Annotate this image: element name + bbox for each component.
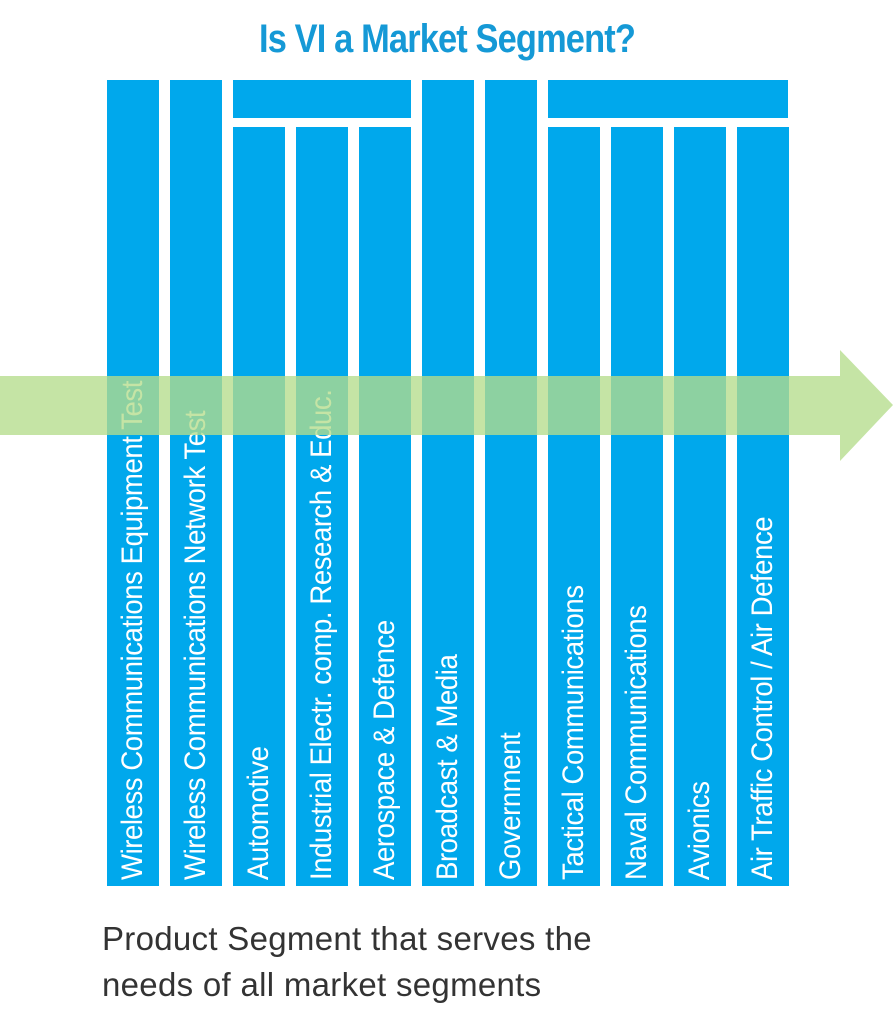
- segment-label: Avionics: [683, 781, 716, 880]
- segment-bar-broadcast-media: Broadcast & Media: [422, 80, 474, 886]
- segment-label: Automotive: [242, 746, 275, 880]
- footer-caption: Product Segment that serves the needs of…: [102, 916, 802, 1008]
- segment-label: Aerospace & Defence: [368, 620, 401, 880]
- segment-bar-naval-communications: Naval Communications: [611, 127, 663, 886]
- segment-label: Naval Communications: [620, 605, 653, 880]
- segment-bar-wireless-network-test: Wireless Communications Network Test: [170, 80, 222, 886]
- footer-line-1: Product Segment that serves the: [102, 920, 592, 957]
- segment-bar-automotive: Automotive: [233, 127, 285, 886]
- segment-label: Industrial Electr. comp. Research & Educ…: [305, 389, 338, 880]
- segment-label: Wireless Communications Network Test: [179, 410, 212, 880]
- segment-label: Tactical Communications: [557, 585, 590, 880]
- footer-line-2: needs of all market segments: [102, 966, 542, 1003]
- segment-bar-avionics: Avionics: [674, 127, 726, 886]
- group-header-government: [548, 80, 788, 118]
- segment-bar-tactical-communications: Tactical Communications: [548, 127, 600, 886]
- segment-bar-industrial-research: Industrial Electr. comp. Research & Educ…: [296, 127, 348, 886]
- diagram-title: Is VI a Market Segment?: [259, 17, 636, 61]
- segment-bar-air-traffic-control: Air Traffic Control / Air Defence: [737, 127, 789, 886]
- segment-label: Wireless Communications Equipment Test: [116, 381, 149, 880]
- segment-label: Government: [494, 732, 527, 880]
- segment-bar-aerospace-defence: Aerospace & Defence: [359, 127, 411, 886]
- segment-bar-government: Government: [485, 80, 537, 886]
- segment-label: Broadcast & Media: [431, 654, 464, 880]
- segment-bar-wireless-equipment-test: Wireless Communications Equipment Test: [107, 80, 159, 886]
- group-header-industrial: [233, 80, 411, 118]
- segment-label: Air Traffic Control / Air Defence: [746, 516, 779, 880]
